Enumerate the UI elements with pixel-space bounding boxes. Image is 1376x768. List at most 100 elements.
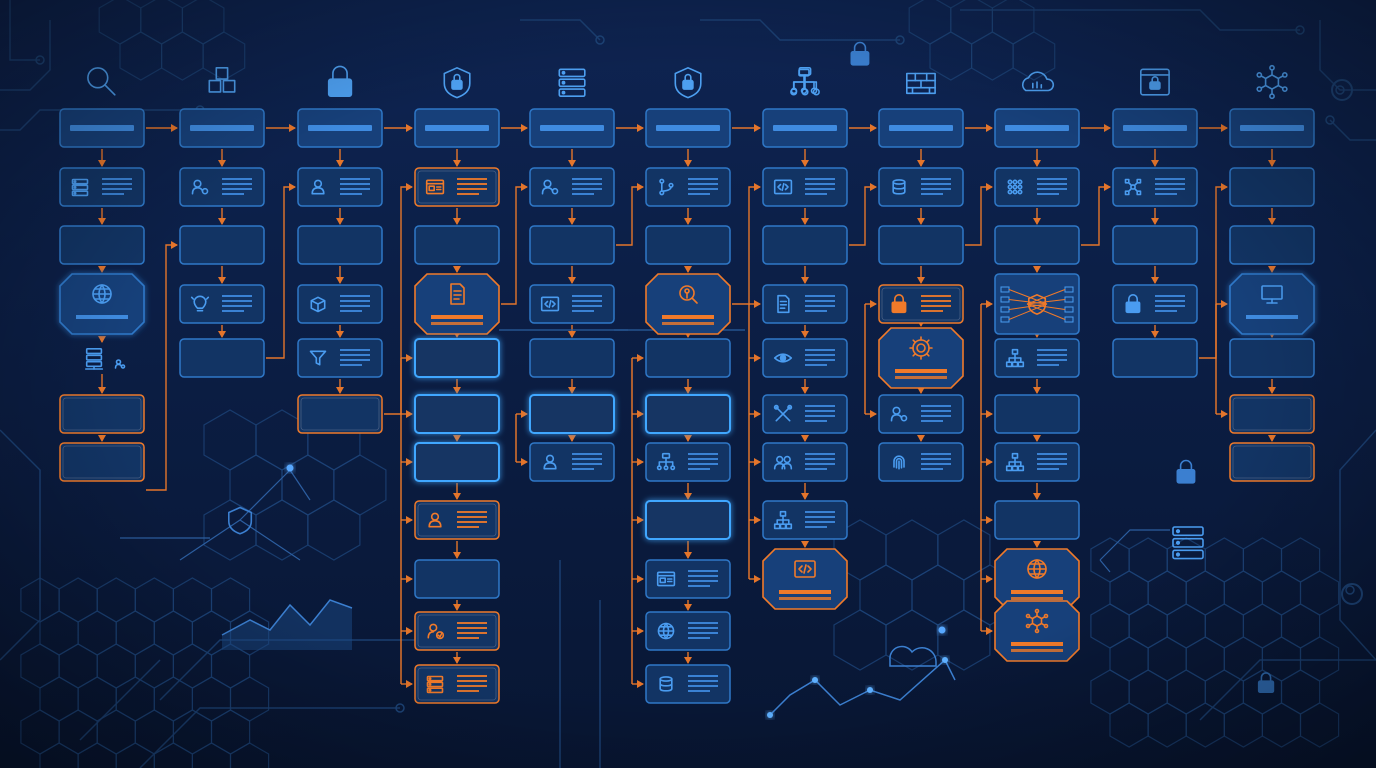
node-list[interactable] xyxy=(645,559,731,599)
node-list[interactable] xyxy=(297,284,383,324)
node-frame xyxy=(645,500,731,540)
node-hex[interactable] xyxy=(994,548,1080,610)
node-header[interactable] xyxy=(645,108,731,148)
node-list[interactable] xyxy=(297,338,383,378)
node-hex[interactable] xyxy=(878,327,964,389)
node-plain[interactable] xyxy=(994,500,1080,540)
node-list[interactable] xyxy=(994,338,1080,378)
node-list[interactable] xyxy=(762,338,848,378)
node-plain[interactable] xyxy=(529,338,615,378)
node-header[interactable] xyxy=(59,108,145,148)
node-plain[interactable] xyxy=(1229,338,1315,378)
node-list[interactable] xyxy=(762,442,848,482)
node-hex[interactable] xyxy=(1229,273,1315,335)
node-list[interactable] xyxy=(762,500,848,540)
node-list[interactable] xyxy=(878,394,964,434)
node-list[interactable] xyxy=(645,664,731,704)
node-list[interactable] xyxy=(179,284,265,324)
node-list[interactable] xyxy=(645,442,731,482)
node-plain[interactable] xyxy=(994,394,1080,434)
node-header[interactable] xyxy=(1112,108,1198,148)
node-plain[interactable] xyxy=(1229,442,1315,482)
node-list[interactable] xyxy=(414,664,500,704)
node-text-line xyxy=(921,410,951,412)
node-plain[interactable] xyxy=(59,394,145,434)
node-plain[interactable] xyxy=(414,225,500,265)
node-list[interactable] xyxy=(414,167,500,207)
node-hex[interactable] xyxy=(59,273,145,335)
node-text-line xyxy=(805,183,835,185)
node-header[interactable] xyxy=(994,108,1080,148)
node-hex[interactable] xyxy=(414,273,500,335)
node-hex[interactable] xyxy=(994,600,1080,662)
node-plain[interactable] xyxy=(179,338,265,378)
node-plain[interactable] xyxy=(529,394,615,434)
node-list[interactable] xyxy=(994,167,1080,207)
node-plain[interactable] xyxy=(645,500,731,540)
node-list[interactable] xyxy=(878,284,964,324)
node-list[interactable] xyxy=(529,442,615,482)
node-list[interactable] xyxy=(414,611,500,651)
node-title-bar xyxy=(190,125,254,131)
node-bar xyxy=(431,315,483,319)
node-header[interactable] xyxy=(1229,108,1315,148)
node-text-line xyxy=(572,183,602,185)
node-hex[interactable] xyxy=(645,273,731,335)
node-plain[interactable] xyxy=(529,225,615,265)
node-list[interactable] xyxy=(762,167,848,207)
node-list[interactable] xyxy=(762,284,848,324)
node-list[interactable] xyxy=(179,167,265,207)
node-list[interactable] xyxy=(878,442,964,482)
node-text-line xyxy=(688,675,718,677)
node-list[interactable] xyxy=(645,167,731,207)
node-big[interactable] xyxy=(994,273,1080,335)
node-list[interactable] xyxy=(645,611,731,651)
node-bar xyxy=(1246,315,1298,319)
node-bar xyxy=(1011,642,1063,646)
node-text-line xyxy=(805,458,835,460)
node-list[interactable] xyxy=(878,167,964,207)
node-plain[interactable] xyxy=(59,225,145,265)
node-list[interactable] xyxy=(414,500,500,540)
node-plain[interactable] xyxy=(297,225,383,265)
node-plain[interactable] xyxy=(994,225,1080,265)
node-plain[interactable] xyxy=(59,442,145,482)
node-plain[interactable] xyxy=(645,225,731,265)
node-plain[interactable] xyxy=(645,338,731,378)
node-plain[interactable] xyxy=(179,225,265,265)
node-header[interactable] xyxy=(762,108,848,148)
node-text-line xyxy=(805,359,835,361)
node-plain[interactable] xyxy=(297,394,383,434)
node-list[interactable] xyxy=(1112,167,1198,207)
node-list[interactable] xyxy=(994,442,1080,482)
node-header[interactable] xyxy=(878,108,964,148)
node-plain[interactable] xyxy=(1112,225,1198,265)
node-list[interactable] xyxy=(529,167,615,207)
node-frame xyxy=(414,500,500,540)
node-plain[interactable] xyxy=(878,225,964,265)
node-list[interactable] xyxy=(529,284,615,324)
node-frame xyxy=(878,225,964,265)
node-list[interactable] xyxy=(59,167,145,207)
node-list[interactable] xyxy=(297,167,383,207)
node-plain[interactable] xyxy=(762,225,848,265)
node-plain[interactable] xyxy=(1229,167,1315,207)
node-text-line xyxy=(688,570,718,572)
node-plain[interactable] xyxy=(414,559,500,599)
node-header[interactable] xyxy=(297,108,383,148)
node-plain[interactable] xyxy=(414,442,500,482)
node-text-line xyxy=(340,193,362,195)
node-plain[interactable] xyxy=(1229,394,1315,434)
node-plain[interactable] xyxy=(414,338,500,378)
node-header[interactable] xyxy=(529,108,615,148)
node-plain[interactable] xyxy=(1229,225,1315,265)
node-list[interactable] xyxy=(762,394,848,434)
node-plain[interactable] xyxy=(414,394,500,434)
node-list[interactable] xyxy=(1112,284,1198,324)
node-hex[interactable] xyxy=(762,548,848,610)
node-plain[interactable] xyxy=(1112,338,1198,378)
node-text-line xyxy=(457,188,487,190)
node-header[interactable] xyxy=(179,108,265,148)
node-header[interactable] xyxy=(414,108,500,148)
node-plain[interactable] xyxy=(645,394,731,434)
